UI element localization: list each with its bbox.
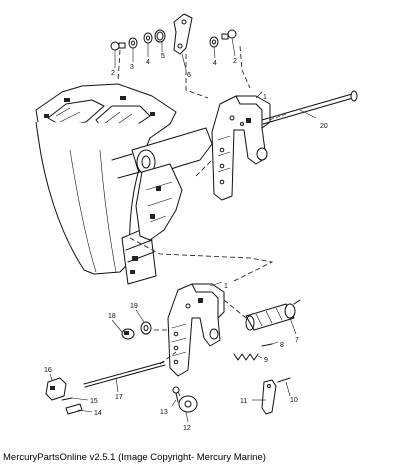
callout-1-lower: 1: [224, 283, 228, 290]
callout-3: 3: [130, 64, 134, 71]
callout-1-upper: 1: [263, 94, 267, 101]
callout-12: 12: [183, 425, 191, 432]
callout-20: 20: [320, 123, 328, 130]
clamp-bracket-upper: [211, 95, 271, 201]
callout-16: 16: [44, 367, 52, 374]
callout-18: 18: [108, 313, 116, 320]
callout-11: 11: [240, 398, 247, 405]
assembly-lines: [117, 45, 274, 397]
callout-13: 13: [160, 409, 168, 416]
callout-19: 19: [130, 303, 138, 310]
swivel-bracket: [111, 127, 213, 241]
exploded-view-drawing: 2 3 4 5 6 4 2 1 20 1 7 8 9 10 11 12 13 1…: [35, 13, 358, 432]
callout-15: 15: [90, 398, 98, 405]
lower-hardware: [45, 299, 301, 415]
callout-6: 6: [187, 72, 191, 79]
tilt-tube: [261, 90, 358, 125]
callout-2-left: 2: [111, 70, 115, 77]
callout-17: 17: [115, 394, 123, 401]
callout-4-left: 4: [146, 59, 150, 66]
driveshaft-housing: [35, 83, 177, 285]
copyright-caption: MercuryPartsOnline v2.5.1 (Image Copyrig…: [3, 452, 266, 463]
callout-9: 9: [264, 357, 268, 364]
upper-hardware: [110, 13, 237, 55]
leader-lines: [49, 37, 317, 423]
parts-diagram: 2 3 4 5 6 4 2 1 20 1 7 8 9 10 11 12 13 1…: [35, 13, 358, 432]
callout-8: 8: [280, 342, 284, 349]
callout-2-right: 2: [233, 58, 237, 65]
callout-10: 10: [290, 397, 298, 404]
callout-labels: 2 3 4 5 6 4 2 1 20 1 7 8 9 10 11 12 13 1…: [44, 53, 328, 432]
clamp-bracket-lower: [167, 283, 225, 377]
callout-5: 5: [161, 53, 165, 60]
callout-7: 7: [295, 337, 299, 344]
callout-14: 14: [94, 410, 102, 417]
callout-4-right: 4: [213, 60, 217, 67]
